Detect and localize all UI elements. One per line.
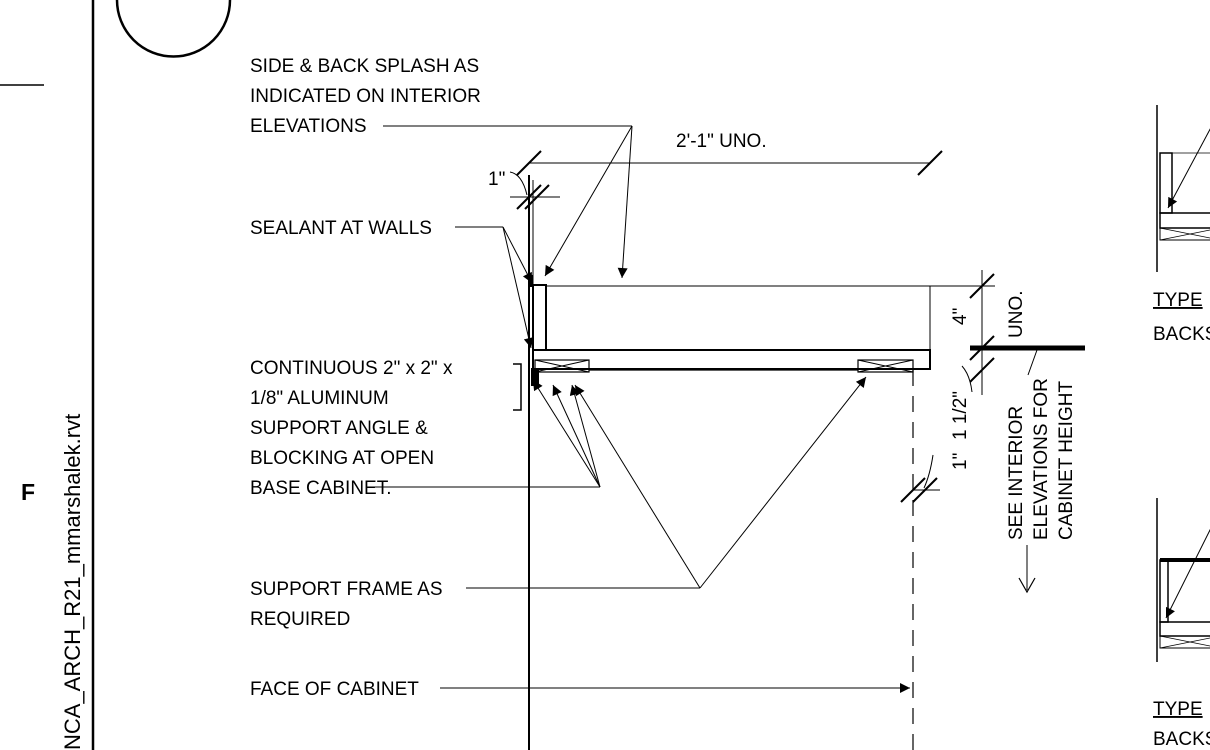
sealant-note: SEALANT AT WALLS	[250, 218, 432, 239]
splash-uno-label: UNO.	[1006, 291, 1027, 339]
face-note: FACE OF CABINET	[250, 679, 419, 700]
angle-leader	[370, 379, 601, 488]
frame-note-line-2: REQUIRED	[250, 609, 350, 630]
angle-note-line-4: BLOCKING AT OPEN	[250, 448, 434, 469]
depth-dimension	[516, 150, 943, 176]
type-detail-b-title: TYPE	[1153, 699, 1203, 720]
frame-leader	[466, 376, 867, 589]
type-detail-a	[1156, 105, 1210, 272]
detail-callout-bubble	[115, 0, 232, 58]
file-name-label: NCA_ARCH_R21_mmarshalek.rvt	[60, 414, 85, 750]
angle-note-line-1: CONTINUOUS 2" x 2" x	[250, 358, 453, 379]
blocking-right	[857, 359, 914, 373]
backsplash	[532, 284, 547, 351]
top-thickness-label: 1 1/2"	[950, 391, 971, 440]
see-interior-line-1: SEE INTERIOR	[1006, 406, 1027, 540]
see-interior-line-2: ELEVATIONS FOR	[1031, 378, 1052, 540]
angle-bracket	[531, 368, 539, 386]
splash-note-line-2: INDICATED ON INTERIOR	[250, 86, 481, 107]
see-interior-leader	[1018, 349, 1038, 594]
splash-height-label: 4"	[950, 308, 971, 325]
splash-leader	[383, 125, 633, 279]
angle-note-line-2: 1/8" ALUMINUM	[250, 388, 389, 409]
offset-dimension-label: 1"	[488, 169, 505, 190]
sealant-leader	[455, 226, 534, 349]
grid-letter: F	[21, 479, 35, 505]
splash-note-line-1: SIDE & BACK SPLASH AS	[250, 56, 479, 77]
type-detail-b	[1156, 498, 1210, 662]
overhang-dimension	[900, 454, 940, 503]
top-thickness-dimension	[961, 365, 973, 393]
frame-note-line-1: SUPPORT FRAME AS	[250, 579, 443, 600]
splash-height-dimension	[930, 270, 995, 395]
blocking-left	[534, 359, 590, 373]
offset-dimension	[509, 171, 560, 210]
see-interior-line-3: CABINET HEIGHT	[1056, 381, 1077, 540]
depth-dimension-label: 2'-1" UNO.	[676, 131, 767, 152]
splash-note-line-3: ELEVATIONS	[250, 116, 367, 137]
angle-note-line-5: BASE CABINET.	[250, 478, 392, 499]
countertop	[532, 349, 931, 370]
angle-note-line-3: SUPPORT ANGLE &	[250, 418, 428, 439]
type-detail-a-title: TYPE	[1153, 290, 1203, 311]
overhang-label: 1"	[950, 453, 971, 470]
angle-bracket-marker	[513, 363, 522, 411]
sheet-border	[0, 0, 95, 750]
